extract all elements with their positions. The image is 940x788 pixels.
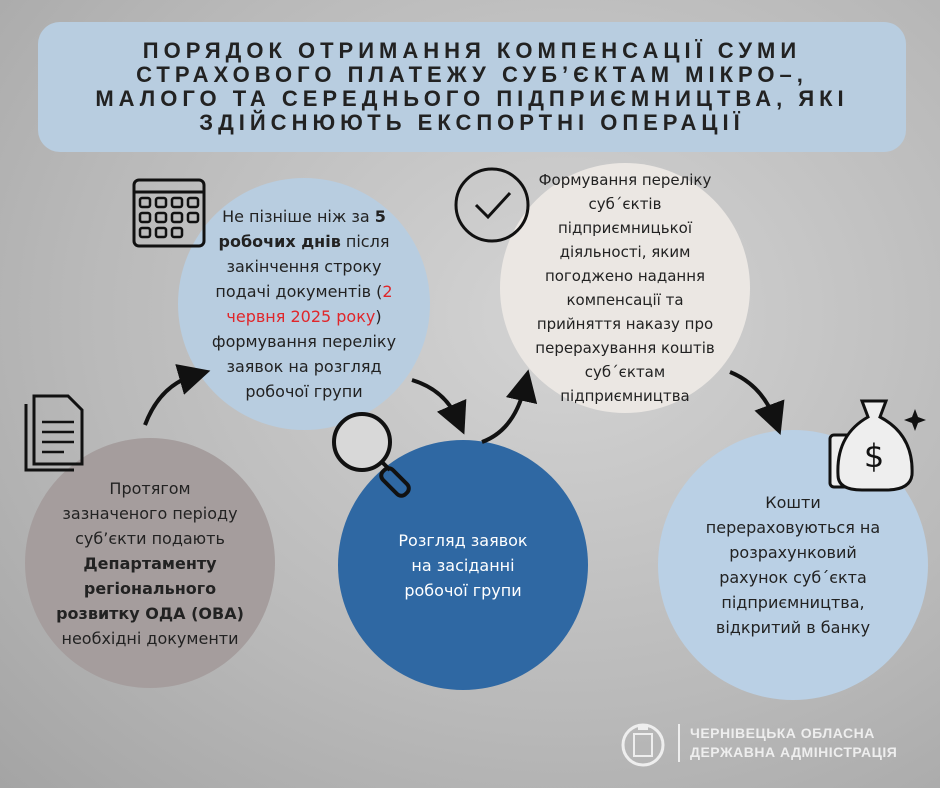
footer-logo: ЧЕРНІВЕЦЬКА ОБЛАСНА ДЕРЖАВНА АДМІНІСТРАЦІ…	[618, 718, 897, 768]
coat-of-arms-icon	[621, 723, 665, 767]
calendar-icon	[132, 178, 206, 248]
page-title: ПОРЯДОК ОТРИМАННЯ КОМПЕНСАЦІЇ СУМИ СТРАХ…	[95, 38, 849, 135]
arrow-3	[481, 369, 538, 444]
step-text: Кошти перераховуються на розрахунковий р…	[705, 493, 881, 637]
magnifier-icon	[332, 412, 411, 498]
step-text: Протягом зазначеного періоду суб’єкти по…	[62, 478, 238, 548]
step-2-form-list: Не пізніше ніж за 5 робочих днів після з…	[178, 178, 430, 430]
step-4-approval: Формування переліку суб´єктів підприємни…	[500, 163, 750, 413]
step-text: ) формування переліку заявок на розгляд …	[211, 307, 397, 401]
step-text: необхідні документи	[61, 628, 239, 648]
footer-line-2: ДЕРЖАВНА АДМІНІСТРАЦІЯ	[690, 744, 898, 760]
document-icon	[24, 394, 84, 472]
step-text: Розгляд заявок на засіданні робочої груп…	[398, 530, 528, 600]
step-1-submit-documents: Протягом зазначеного періоду суб’єкти по…	[25, 438, 275, 688]
arrow-2	[411, 378, 467, 435]
step-text: після закінчення строку подачі документі…	[215, 232, 390, 301]
footer-line-1: ЧЕРНІВЕЦЬКА ОБЛАСНА	[690, 725, 875, 741]
step-text: Не пізніше ніж за	[222, 207, 375, 226]
step-bold: Департаменту регіонального розвитку ОДА …	[56, 553, 244, 623]
step-3-review: Розгляд заявок на засіданні робочої груп…	[338, 440, 588, 690]
title-banner: ПОРЯДОК ОТРИМАННЯ КОМПЕНСАЦІЇ СУМИ СТРАХ…	[38, 22, 906, 152]
svg-text:$: $	[864, 437, 884, 475]
check-circle-icon	[454, 167, 530, 243]
deadline-date: 2 червня 2025 року	[226, 282, 393, 326]
step-bold: 5 робочих днів	[218, 207, 386, 251]
arrow-1	[143, 364, 211, 426]
arrow-4	[729, 370, 785, 435]
step-text: Формування переліку суб´єктів підприємни…	[535, 171, 715, 405]
money-bag-icon: $	[828, 399, 926, 492]
